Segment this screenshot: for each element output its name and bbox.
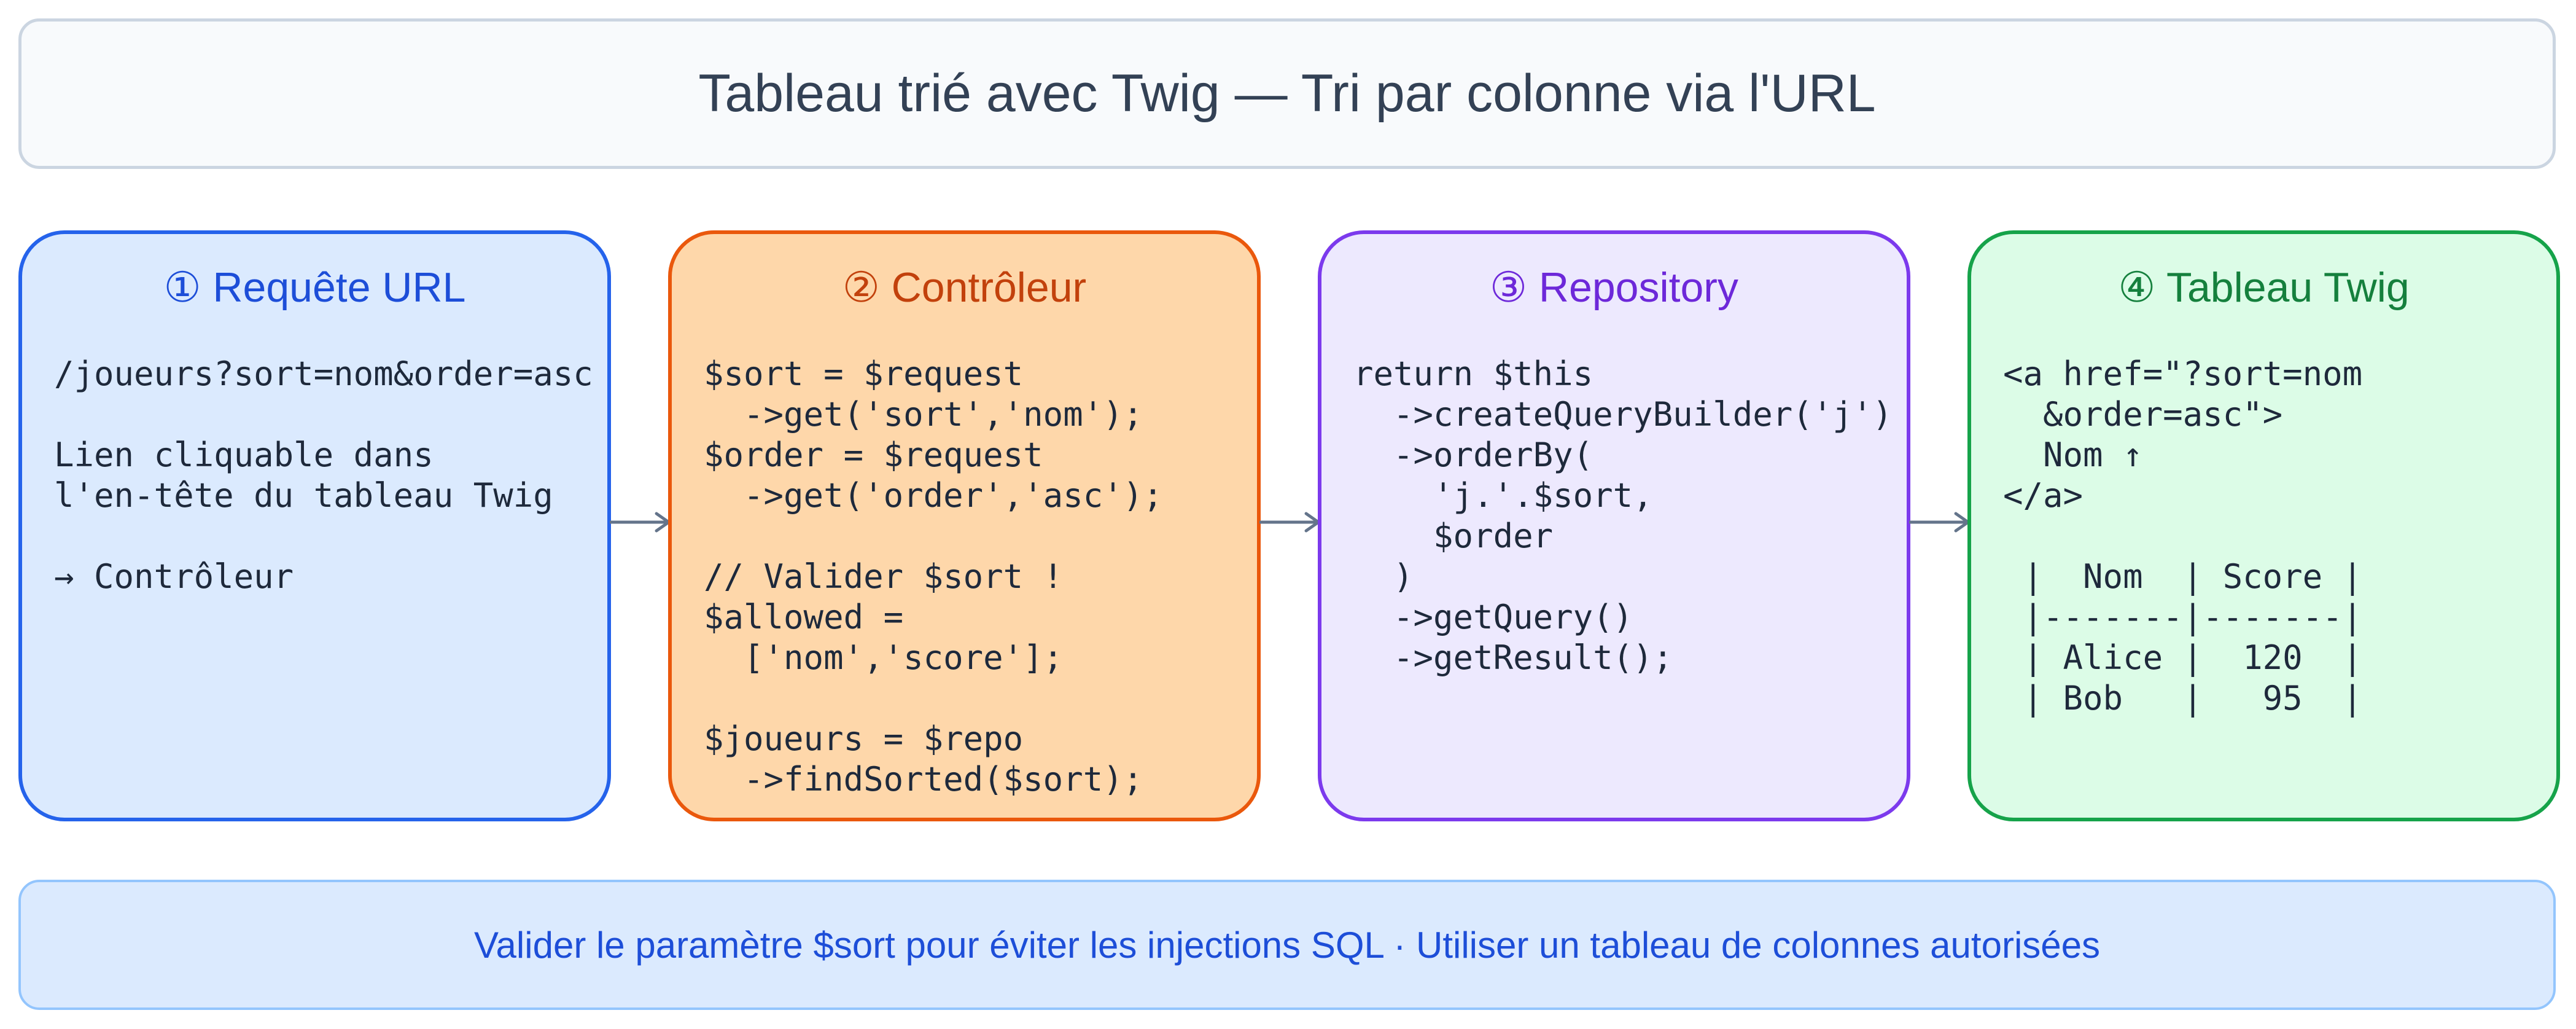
arrow-right-icon bbox=[1259, 512, 1320, 533]
arrow-right-icon bbox=[1909, 512, 1970, 533]
security-note-text: Valider le paramètre $sort pour éviter l… bbox=[473, 924, 2101, 966]
title-banner: Tableau trié avec Twig — Tri par colonne… bbox=[18, 18, 2556, 169]
step-card-twig-table: ④ Tableau Twig <a href="?sort=nom &order… bbox=[1967, 230, 2560, 821]
step-code-repository: return $this ->createQueryBuilder('j') -… bbox=[1353, 354, 1893, 677]
security-note-banner: Valider le paramètre $sort pour éviter l… bbox=[18, 880, 2556, 1010]
step-title-controller: ② Contrôleur bbox=[842, 264, 1087, 311]
step-card-controller: ② Contrôleur $sort = $request ->get('sor… bbox=[668, 230, 1261, 821]
step-card-repository: ③ Repository return $this ->createQueryB… bbox=[1318, 230, 1910, 821]
arrow-right-icon bbox=[610, 512, 671, 533]
step-code-url-request: /joueurs?sort=nom&order=asc Lien cliquab… bbox=[54, 354, 593, 596]
step-title-repository: ③ Repository bbox=[1490, 264, 1738, 311]
diagram-title: Tableau trié avec Twig — Tri par colonne… bbox=[698, 64, 1876, 123]
step-code-twig-table: <a href="?sort=nom &order=asc"> Nom ↑ </… bbox=[2003, 354, 2363, 718]
step-code-controller: $sort = $request ->get('sort','nom'); $o… bbox=[704, 354, 1163, 799]
step-card-url-request: ① Requête URL /joueurs?sort=nom&order=as… bbox=[18, 230, 611, 821]
step-title-twig-table: ④ Tableau Twig bbox=[2118, 264, 2410, 311]
step-title-url-request: ① Requête URL bbox=[163, 264, 466, 311]
